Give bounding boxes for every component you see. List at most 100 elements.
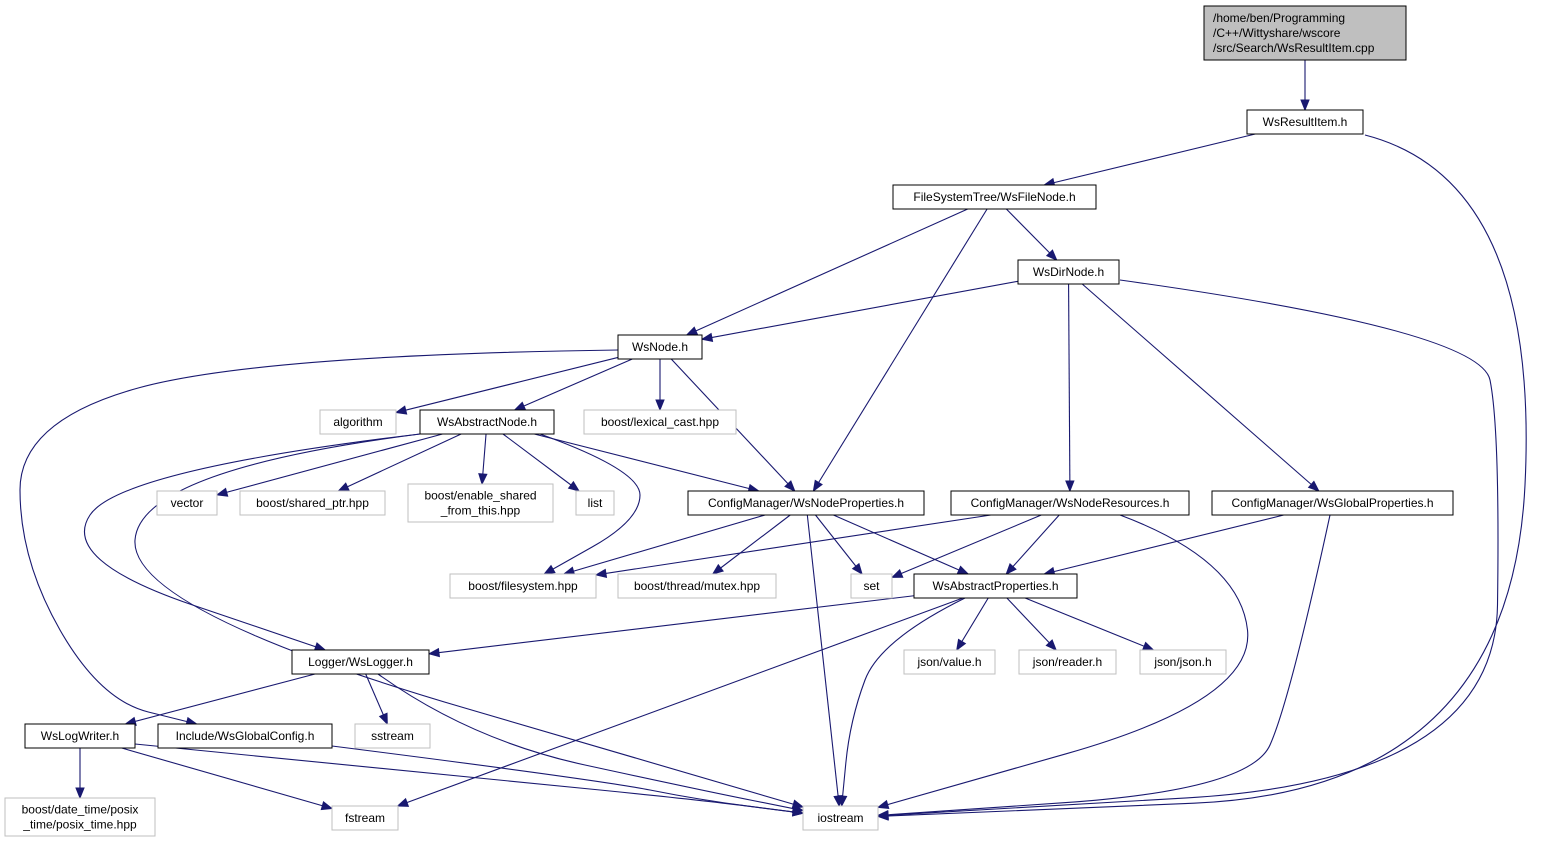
edge-arrowhead-ws_node>node_properties [784,480,796,492]
edge-arrowhead-node_properties>set [851,562,863,576]
node-json_reader: json/reader.h [1018,649,1117,675]
edge-ws_abstract_node-to-filesystem [539,433,641,575]
node-root[interactable]: /home/ben/Programming/C++/Wittyshare/wsc… [1203,5,1407,61]
node-label-root-0: /home/ben/Programming [1213,11,1345,25]
node-label-posix_time-0: boost/date_time/posix [22,803,139,817]
node-box-vector [156,490,218,516]
node-box-list [575,490,615,516]
node-label-shared_ptr-0: boost/shared_ptr.hpp [256,496,369,510]
node-box-json_value [903,649,996,675]
edge-ws_node-to-algorithm [395,356,619,414]
node-label-logger-0: Logger/WsLogger.h [308,655,413,669]
node-label-global_config-0: Include/WsGlobalConfig.h [176,729,315,743]
node-global_properties[interactable]: ConfigManager/WsGlobalProperties.h [1211,490,1454,516]
node-ws_result_item[interactable]: WsResultItem.h [1246,109,1364,135]
nodes-layer: /home/ben/Programming/C++/Wittyshare/wsc… [4,5,1454,837]
node-label-enable_shared-1: _from_this.hpp [440,504,521,518]
edge-arrowhead-abstract_properties>json_value [956,638,967,652]
edge-arrowhead-node_resources>iostream [876,799,890,810]
edge-log_writer-to-fstream [121,747,333,810]
node-filesystem: boost/filesystem.hpp [449,573,597,599]
node-label-sstream-0: sstream [371,729,414,743]
edge-ws_abstract_node-to-list [502,433,580,492]
edge-arrowhead-node_resources>abstract_properties [1005,563,1017,576]
edge-arrowhead-logger>sstream [378,712,388,726]
edge-arrowhead-ws_abstract_node>filesystem [543,564,556,575]
node-ws_dir_node[interactable]: WsDirNode.h [1017,259,1120,285]
edge-log_writer-to-iostream [134,743,804,814]
node-box-ws_abstract_node [419,409,555,435]
node-box-global_config [157,723,333,749]
node-box-ws_result_item [1246,109,1364,135]
node-shared_ptr: boost/shared_ptr.hpp [239,490,386,516]
edge-arrowhead-ws_abstract_node>list [567,480,581,492]
edge-arrowhead-root>ws_result_item [1300,99,1310,112]
node-box-fstream [331,805,399,831]
edge-arrowhead-abstract_properties>fstream [396,797,410,807]
edge-global_properties-to-abstract_properties [1044,514,1284,575]
node-label-enable_shared-0: boost/enable_shared [424,489,536,503]
edge-node_resources-to-filesystem [595,514,991,576]
edge-logger-to-iostream [377,673,804,812]
node-box-ws_file_node [892,184,1097,210]
edge-ws_dir_node-to-ws_node [701,280,1019,340]
node-label-log_writer-0: WsLogWriter.h [41,729,119,743]
node-mutex: boost/thread/mutex.hpp [617,573,777,599]
node-ws_file_node[interactable]: FileSystemTree/WsFileNode.h [892,184,1097,210]
edge-node_properties-to-iostream [806,514,840,807]
node-node_resources[interactable]: ConfigManager/WsNodeResources.h [950,490,1190,516]
node-box-lexical_cast [583,409,737,435]
node-ws_abstract_node[interactable]: WsAbstractNode.h [419,409,555,435]
node-json_json: json/json.h [1139,649,1227,675]
edge-node_properties-to-filesystem [563,514,766,575]
node-log_writer[interactable]: WsLogWriter.h [24,723,136,749]
edge-node_resources-to-iostream [877,514,1249,808]
node-box-node_properties [687,490,925,516]
node-label-root-1: /C++/Wittyshare/wscore [1213,26,1341,40]
node-iostream: iostream [802,805,879,831]
edge-ws_result_item-to-iostream [877,134,1527,817]
node-json_value: json/value.h [903,649,996,675]
edge-ws_abstract_node-to-shared_ptr [338,433,462,492]
edge-ws_dir_node-to-node_resources [1068,283,1071,492]
node-global_config[interactable]: Include/WsGlobalConfig.h [157,723,333,749]
node-logger[interactable]: Logger/WsLogger.h [291,649,430,675]
node-label-root-2: /src/Search/WsResultItem.cpp [1213,41,1375,55]
node-box-shared_ptr [239,490,386,516]
edge-arrowhead-ws_file_node>ws_node [685,326,699,336]
edge-arrowhead-ws_file_node>node_properties [812,479,823,493]
edge-arrowhead-node_resources>set [890,569,904,578]
node-abstract_properties[interactable]: WsAbstractProperties.h [913,573,1078,599]
edge-abstract_properties-to-logger [428,595,915,655]
node-box-log_writer [24,723,136,749]
edge-ws_file_node-to-ws_node [686,208,968,336]
node-box-ws_dir_node [1017,259,1120,285]
node-box-set [850,573,893,599]
edge-ws_abstract_node-to-vector [216,433,443,496]
node-label-node_properties-0: ConfigManager/WsNodeProperties.h [708,496,904,510]
node-algorithm: algorithm [319,409,397,435]
node-box-node_resources [950,490,1190,516]
edge-arrowhead-global_config>iostream [791,807,805,817]
edge-arrowhead-log_writer>fstream [320,801,334,811]
edge-ws_abstract_node-to-node_properties [534,433,759,492]
node-box-json_reader [1018,649,1117,675]
edge-arrowhead-node_properties>mutex [711,563,724,575]
node-label-ws_result_item-0: WsResultItem.h [1263,115,1348,129]
node-node_properties[interactable]: ConfigManager/WsNodeProperties.h [687,490,925,516]
node-box-iostream [802,805,879,831]
edge-ws_file_node-to-node_properties [812,208,988,492]
edge-abstract_properties-to-fstream [397,597,964,807]
node-label-list-0: list [588,496,603,510]
node-label-ws_file_node-0: FileSystemTree/WsFileNode.h [913,190,1075,204]
edge-ws_abstract_node-to-logger [84,433,421,651]
node-box-sstream [354,723,431,749]
edge-arrowhead-ws_abstract_node>logger [313,642,327,652]
edge-arrowhead-abstract_properties>logger [427,647,440,658]
node-ws_node[interactable]: WsNode.h [617,334,703,360]
node-label-filesystem-0: boost/filesystem.hpp [468,579,578,593]
node-label-ws_dir_node-0: WsDirNode.h [1033,265,1104,279]
node-box-root [1203,5,1407,61]
node-label-vector-0: vector [171,496,204,510]
